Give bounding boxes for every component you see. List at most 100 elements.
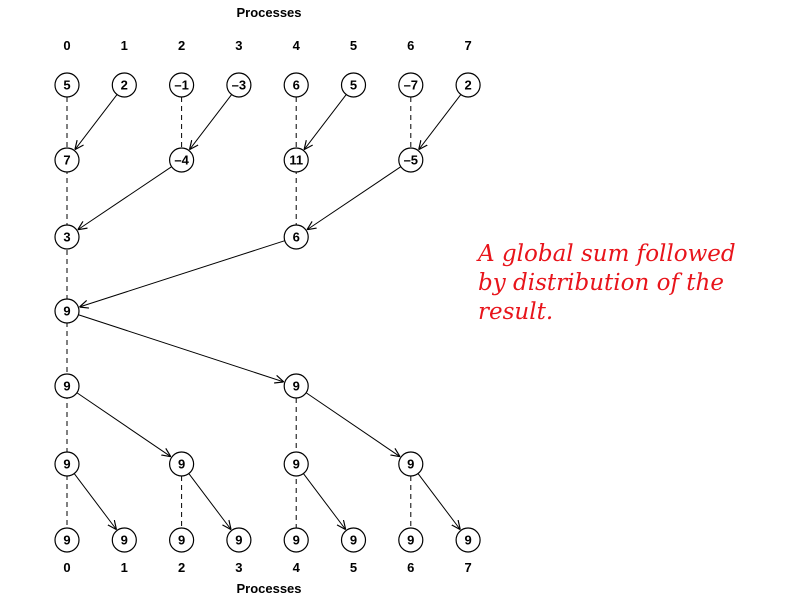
- node-value: 5: [350, 78, 357, 93]
- arrow-1: [189, 94, 233, 150]
- node-circle: [398, 451, 424, 477]
- node-value: 9: [293, 533, 300, 548]
- process-index-top-5: 5: [350, 38, 357, 53]
- node-circle: [111, 72, 137, 98]
- node-value: 9: [407, 457, 414, 472]
- node-r1-c4: 11: [283, 147, 309, 173]
- node-r2-c0: 3: [54, 224, 80, 250]
- node-circle: [283, 147, 309, 173]
- node-r5-c0: 9: [54, 451, 80, 477]
- node-value: –7: [404, 78, 418, 93]
- node-circle: [455, 72, 481, 98]
- node-circle: [111, 527, 137, 553]
- node-value: 9: [63, 533, 70, 548]
- arrow-3: [419, 94, 462, 150]
- node-value: 9: [63, 457, 70, 472]
- caption-line-2: by distribution of the: [478, 270, 724, 296]
- node-r6-c0: 9: [54, 527, 80, 553]
- node-value: 2: [464, 78, 471, 93]
- process-index-bottom-2: 2: [178, 560, 185, 575]
- arrow-12: [303, 473, 345, 530]
- node-circle: [54, 527, 80, 553]
- node-value: 3: [63, 230, 70, 245]
- node-value: 6: [293, 230, 300, 245]
- node-value: 9: [63, 379, 70, 394]
- node-r6-c4: 9: [283, 527, 309, 553]
- node-r0-c7: 2: [455, 72, 481, 98]
- node-r3-c0: 9: [54, 298, 80, 324]
- process-index-bottom-4: 4: [293, 560, 301, 575]
- node-r1-c2: –4: [169, 147, 195, 173]
- node-circle: [226, 72, 252, 98]
- arrow-4: [78, 166, 172, 230]
- node-value: –1: [174, 78, 188, 93]
- node-circle: [169, 72, 195, 98]
- process-index-bottom-6: 6: [407, 560, 414, 575]
- node-circle: [54, 224, 80, 250]
- node-circle: [169, 147, 195, 173]
- process-index-top-7: 7: [464, 38, 471, 53]
- node-value: 2: [121, 78, 128, 93]
- arrow-6: [79, 240, 285, 307]
- node-circle: [340, 72, 367, 98]
- node-r5-c2: 9: [169, 451, 195, 477]
- node-circle: [54, 373, 80, 399]
- arrow-2: [304, 94, 347, 150]
- node-r0-c6: –7: [398, 72, 424, 98]
- node-r6-c1: 9: [111, 527, 137, 553]
- node-r0-c5: 5: [340, 72, 367, 98]
- node-value: 9: [121, 533, 128, 548]
- node-circle: [54, 451, 80, 477]
- node-value: 11: [289, 153, 303, 168]
- node-r0-c4: 6: [283, 72, 309, 98]
- node-value: 9: [235, 533, 242, 548]
- arrows: [73, 94, 462, 530]
- node-circle: [54, 72, 80, 98]
- arrow-10: [73, 473, 116, 530]
- arrow-7: [78, 314, 283, 382]
- node-value: 7: [63, 153, 70, 168]
- header-bottom: Processes: [236, 581, 301, 595]
- node-r4-c0: 9: [54, 373, 80, 399]
- node-value: 9: [293, 457, 300, 472]
- process-index-top-1: 1: [121, 38, 128, 53]
- node-circle: [283, 451, 309, 477]
- node-value: –5: [404, 153, 418, 168]
- node-value: –3: [232, 78, 246, 93]
- node-value: 9: [464, 533, 471, 548]
- node-circle: [455, 527, 481, 553]
- node-value: 9: [407, 533, 414, 548]
- process-index-bottom-3: 3: [235, 560, 242, 575]
- caption: A global sum followed by distribution of…: [478, 240, 798, 327]
- node-value: 9: [350, 533, 357, 548]
- node-r0-c2: –1: [169, 72, 195, 98]
- node-circle: [169, 527, 195, 553]
- node-r1-c6: –5: [398, 147, 424, 173]
- arrow-8: [76, 392, 171, 457]
- node-circle: [283, 527, 309, 553]
- node-r4-c4: 9: [283, 373, 309, 399]
- process-index-top-3: 3: [235, 38, 242, 53]
- node-r0-c1: 2: [111, 72, 137, 98]
- process-index-bottom-0: 0: [63, 560, 70, 575]
- node-r0-c3: –3: [226, 72, 252, 98]
- node-value: 9: [63, 304, 70, 319]
- node-r6-c7: 9: [455, 527, 481, 553]
- node-circle: [54, 147, 80, 173]
- process-index-bottom-7: 7: [464, 560, 471, 575]
- node-circle: [169, 451, 195, 477]
- node-circle: [283, 373, 309, 399]
- node-value: 9: [178, 457, 185, 472]
- node-r6-c6: 9: [398, 527, 424, 553]
- node-value: 5: [63, 78, 70, 93]
- arrow-11: [188, 473, 231, 530]
- node-circle: [283, 72, 309, 98]
- node-r6-c5: 9: [340, 527, 367, 553]
- node-value: 9: [178, 533, 185, 548]
- process-index-top-6: 6: [407, 38, 414, 53]
- node-r6-c3: 9: [226, 527, 252, 553]
- header-top: Processes: [236, 5, 301, 20]
- node-value: 6: [293, 78, 300, 93]
- arrow-13: [417, 473, 460, 530]
